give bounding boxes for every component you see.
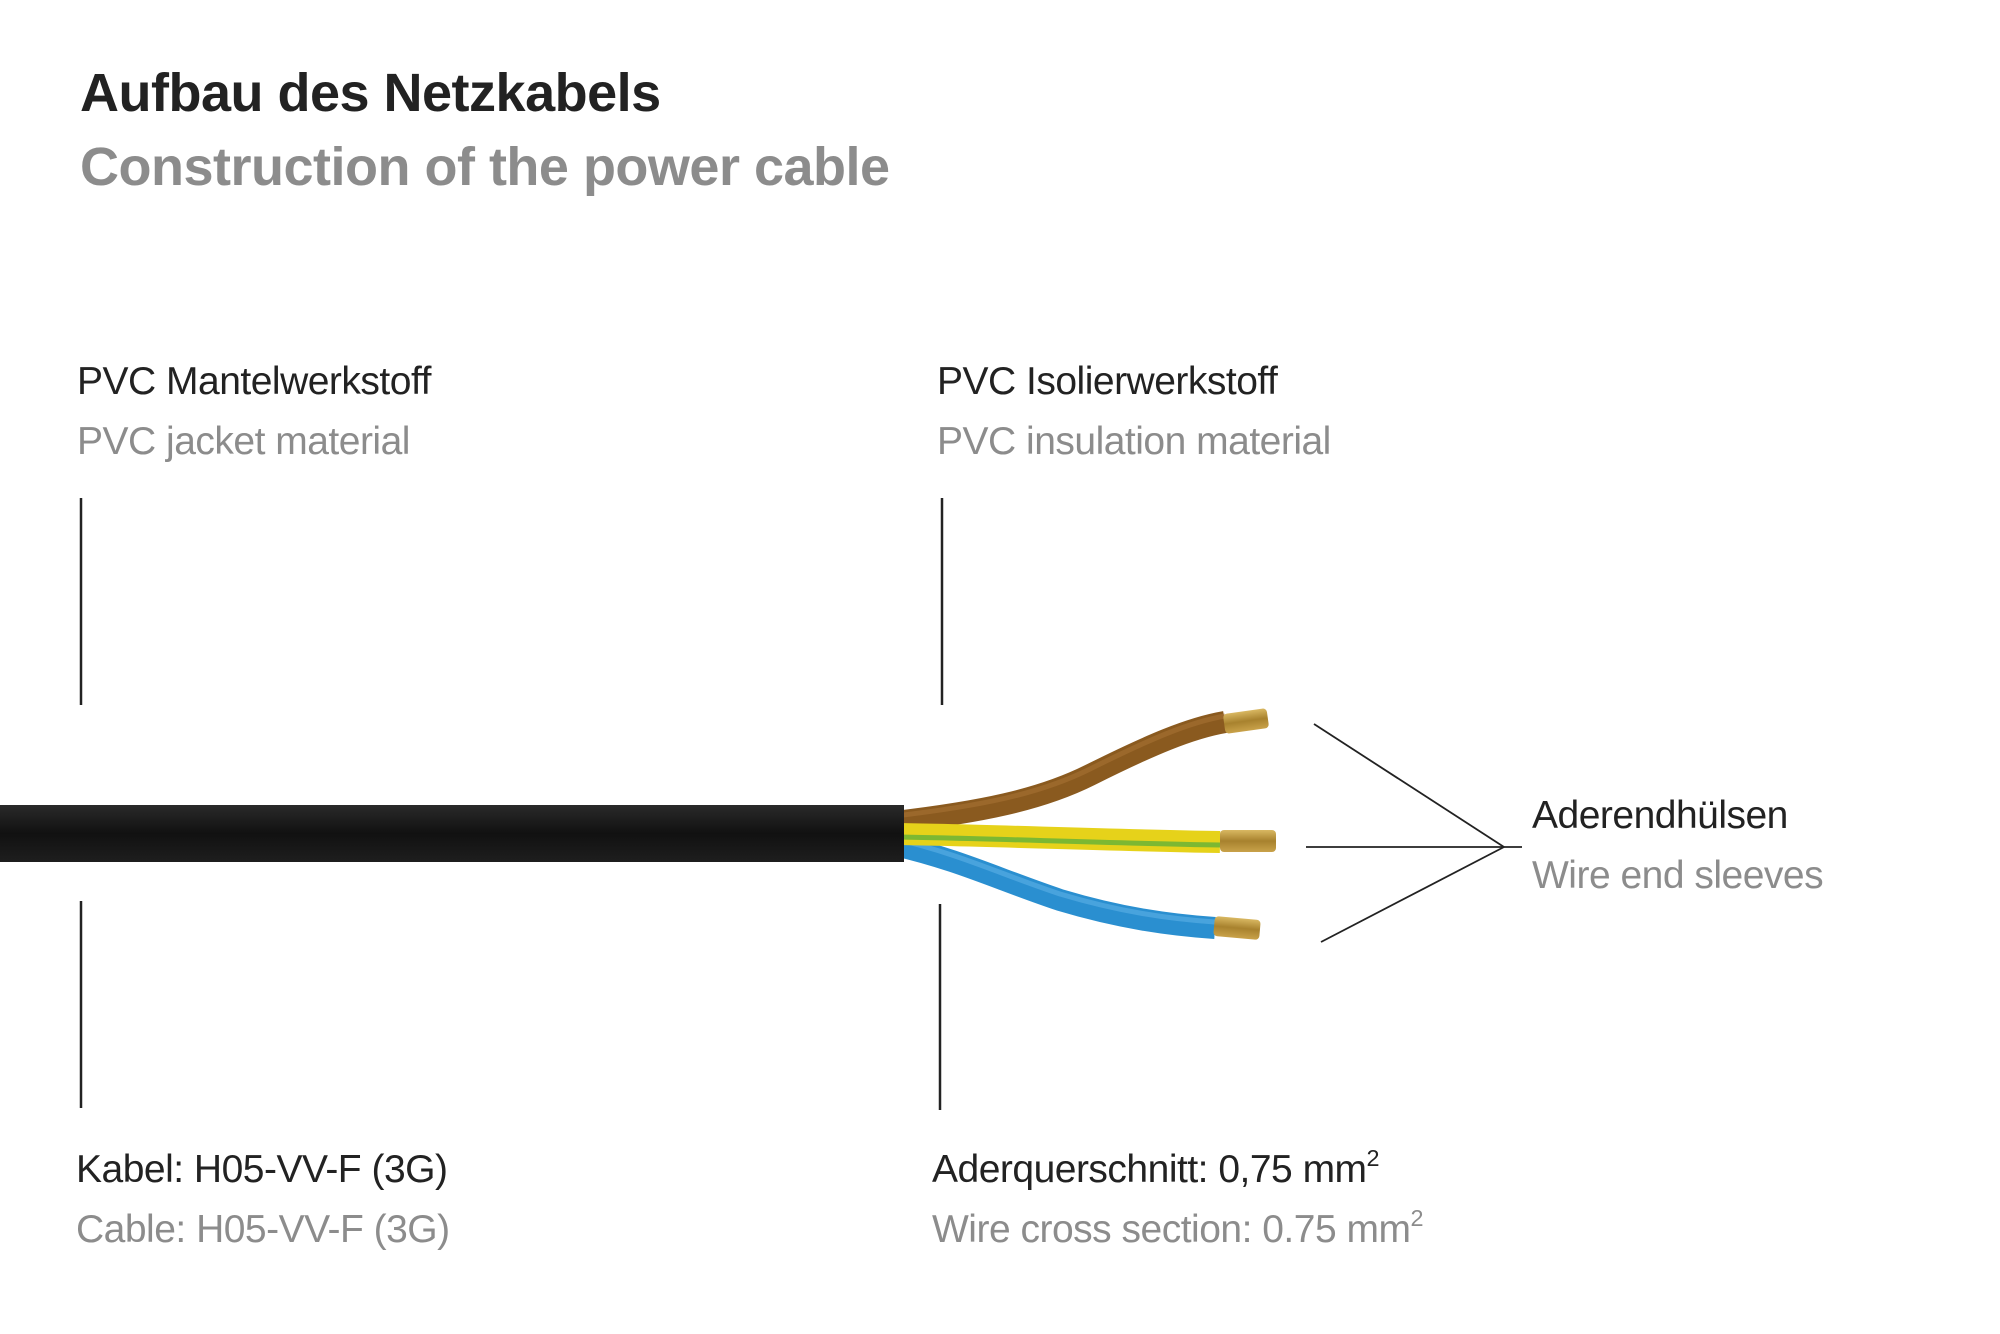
yellow-green-wire <box>894 823 1221 853</box>
cross-section-en-text: Wire cross section: 0.75 mm <box>932 1208 1411 1251</box>
brown-sleeve <box>1223 708 1269 734</box>
brown-wire <box>893 711 1227 833</box>
sleeves-label-en: Wire end sleeves <box>1532 854 1824 897</box>
cable-jacket <box>0 805 904 862</box>
page-subtitle: Construction of the power cable <box>80 137 890 197</box>
sleeves-label-de: Aderendhülsen <box>1532 794 1788 837</box>
sleeves-callout-lines <box>1306 723 1522 943</box>
blue-sleeve <box>1213 916 1261 940</box>
page-title: Aufbau des Netzkabels <box>80 63 661 123</box>
cable-type-label-en: Cable: H05-VV-F (3G) <box>76 1208 450 1251</box>
jacket-label-de: PVC Mantelwerkstoff <box>77 360 431 403</box>
jacket-label-en: PVC jacket material <box>77 420 410 463</box>
superscript: 2 <box>1366 1145 1380 1171</box>
blue-wire <box>892 834 1216 939</box>
yellow-green-sleeve <box>1220 830 1276 852</box>
cable-type-label-de: Kabel: H05-VV-F (3G) <box>76 1148 448 1191</box>
insulation-label-en: PVC insulation material <box>937 420 1331 463</box>
cross-section-de-text: Aderquerschnitt: 0,75 mm <box>932 1148 1367 1191</box>
cross-section-label-en: Wire cross section: 0.75 mm2 <box>932 1205 1423 1252</box>
cross-section-label-de: Aderquerschnitt: 0,75 mm2 <box>932 1145 1380 1192</box>
superscript: 2 <box>1410 1205 1423 1231</box>
insulation-label-de: PVC Isolierwerkstoff <box>937 360 1278 403</box>
